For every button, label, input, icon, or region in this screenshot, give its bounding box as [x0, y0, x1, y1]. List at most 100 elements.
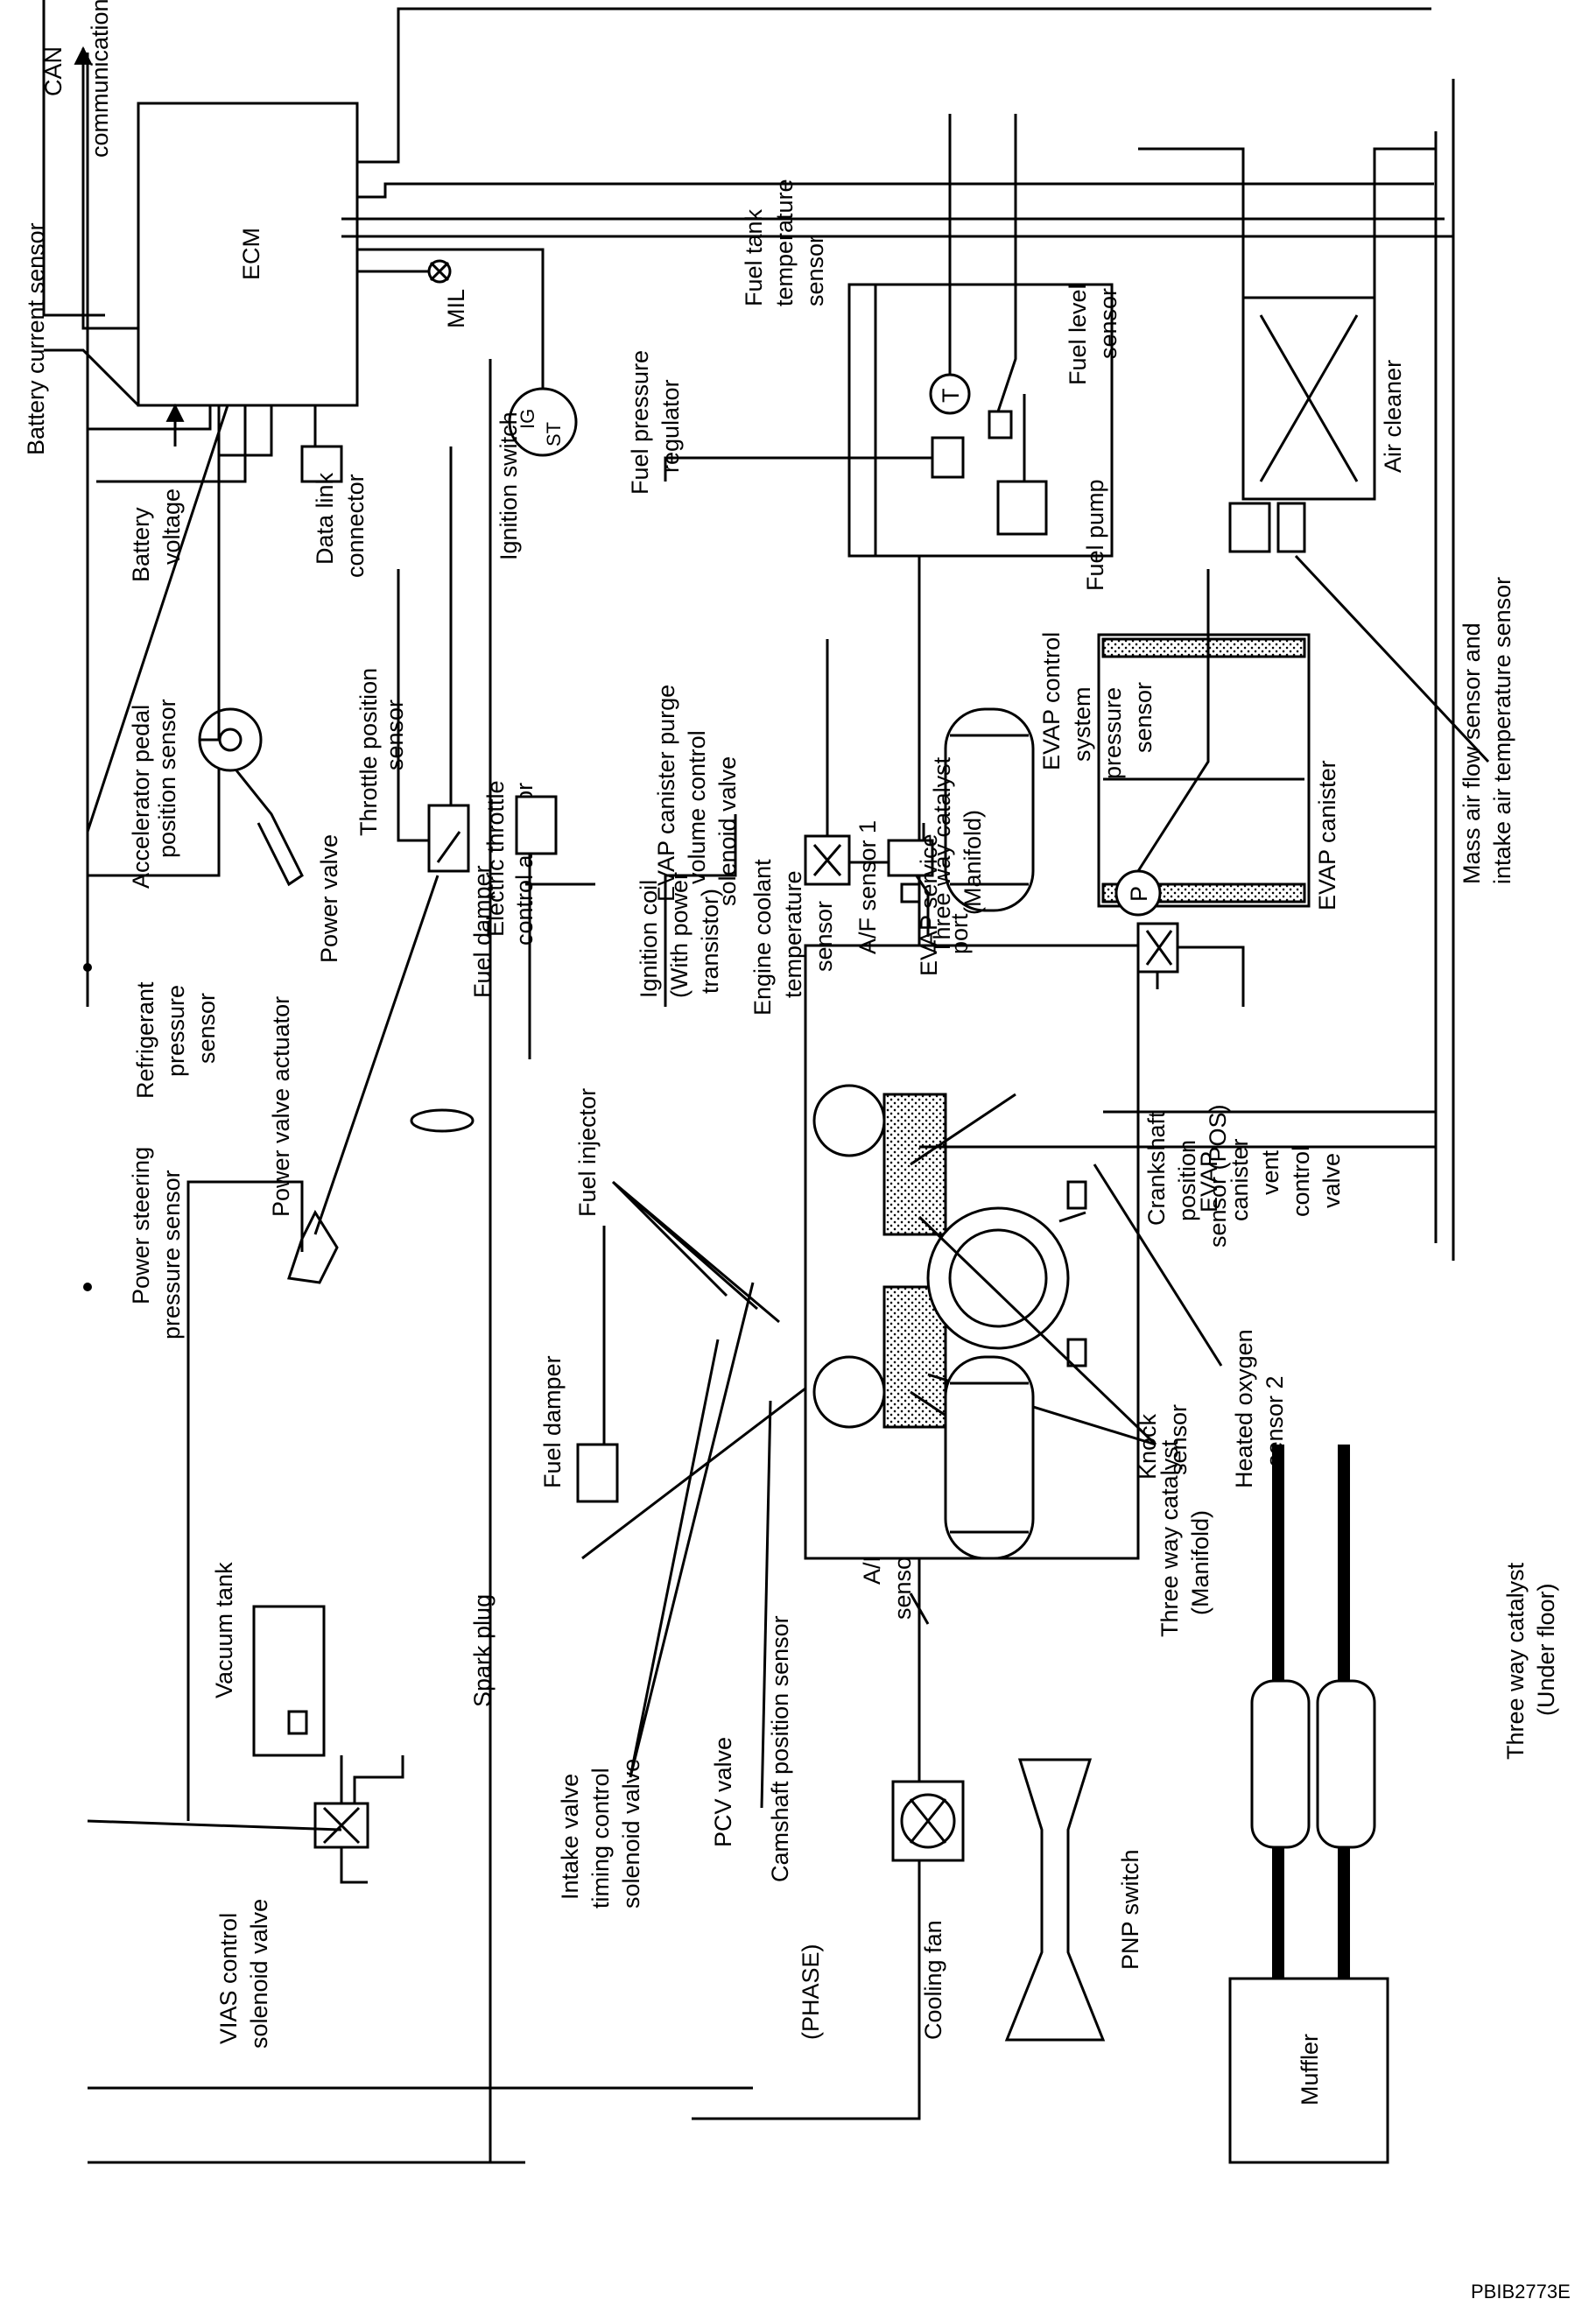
- ignition-st-letters: ST: [543, 422, 565, 446]
- ivtc-label-3: solenoid valve: [618, 1759, 644, 1909]
- ecm-top-harness: [341, 217, 1453, 245]
- cam-pos-label: Camshaft position sensor: [767, 1615, 793, 1882]
- crankshaft-position-sensor: Crankshaft position sensor (POS): [1058, 1104, 1231, 1248]
- vacuum-tank: Vacuum tank: [211, 1562, 404, 1803]
- evap-vent-label: EVAP: [1196, 1151, 1222, 1213]
- ignition-ig-letters: IG: [517, 409, 538, 429]
- etc-actuator-label: Electric throttle: [482, 780, 509, 937]
- pnp-label: PNP switch: [1117, 1849, 1143, 1970]
- refrigerant-label-3: sensor: [193, 993, 220, 1064]
- battery-voltage-label: Battery: [128, 507, 154, 582]
- vacuum-tank-label: Vacuum tank: [211, 1562, 237, 1698]
- ho2s2-label: Heated oxygen: [1231, 1329, 1257, 1488]
- evap-canister-purge-valve: EVAP canister purge volume control solen…: [653, 639, 925, 906]
- intake-valve-timing-control-solenoid-valve: Intake valve timing control solenoid val…: [557, 1282, 755, 1909]
- pcv-valve: PCV valve: [710, 1737, 736, 1847]
- engine-coolant-temperature-sensor: Engine coolant temperature sensor: [749, 859, 837, 1016]
- ecm-box: ECM: [137, 102, 359, 407]
- ignition-coil-label-2: (With power: [666, 872, 693, 998]
- evap-purge-label: EVAP canister purge: [653, 685, 679, 902]
- coolant-temp-label-3: sensor: [811, 901, 837, 972]
- coolant-temp-label-2: temperature: [780, 870, 806, 998]
- fuel-pump-label: Fuel pump: [1082, 479, 1108, 591]
- coolant-temp-label: Engine coolant: [749, 859, 776, 1016]
- evap-pressure-label: EVAP control: [1038, 632, 1065, 770]
- fuel-injector-label: Fuel injector: [574, 1088, 601, 1217]
- vias-label: VIAS control: [215, 1913, 242, 2044]
- cooling-fan-icon: Cooling fan: [891, 1780, 965, 2040]
- data-link-label-2: connector: [342, 474, 369, 578]
- crank-pos-label-2: position: [1174, 1140, 1200, 1221]
- engine-block-icon: [804, 944, 1140, 1560]
- evap-canister-label: EVAP canister: [1314, 760, 1340, 910]
- mass-air-flow-sensor: Mass air flow sensor and intake air temp…: [1228, 502, 1515, 884]
- twc-manifold-bottom-label-2: (Manifold): [1187, 1510, 1213, 1615]
- twc-manifold-top-label-2: (Manifold): [960, 810, 986, 915]
- battery-voltage-label-2: voltage: [158, 489, 185, 565]
- twc-underfloor-label-2: (Under floor): [1533, 1583, 1559, 1716]
- maf-label-2: intake air temperature sensor: [1489, 577, 1515, 884]
- muffler-label: Muffler: [1297, 2034, 1323, 2106]
- fuel-damper-top-label: Fuel damper: [469, 865, 496, 998]
- twc-underfloor-label: Three way catalyst: [1502, 1562, 1529, 1760]
- fuel-damper-bottom: Fuel damper: [539, 1226, 619, 1503]
- evap-canister-vent-valve: EVAP canister vent control valve: [1136, 922, 1345, 1221]
- power-valve-actuator-label: Power valve actuator: [268, 996, 294, 1217]
- data-link-connector: Data link connector: [300, 405, 369, 578]
- knock-label: Knock: [1135, 1413, 1161, 1480]
- muffler-icon: Muffler: [1228, 1977, 1389, 2164]
- fuel-t-letter: T: [938, 389, 964, 404]
- power-valve-label: Power valve: [316, 834, 342, 963]
- af-sensor1-top-label: A/F sensor 1: [854, 820, 881, 954]
- air-cleaner: Air cleaner: [1138, 147, 1436, 501]
- power-steering-pressure-sensor: Power steering pressure sensor: [83, 1147, 185, 1339]
- data-link-label: Data link: [312, 472, 338, 565]
- fuel-injector: Fuel injector: [574, 1088, 780, 1324]
- evap-control-system-pressure-sensor: P EVAP control system pressure sensor: [1038, 569, 1210, 917]
- catalyst-manifold-bottom: Three way catalyst (Manifold): [944, 1355, 1213, 1637]
- fuel-pressure-regulator: Fuel pressure regulator: [627, 350, 965, 495]
- crank-pos-label-3: sensor (POS): [1205, 1104, 1231, 1248]
- ignition-switch-label: Ignition switch: [496, 411, 522, 560]
- fuel-damper-top: Fuel damper: [469, 795, 595, 1059]
- fuel-pressure-regulator-label-2: regulator: [657, 379, 684, 473]
- fuel-tank-temp-label-2: temperature: [771, 179, 798, 306]
- battery-voltage-input: Battery voltage: [128, 403, 185, 582]
- refrigerant-label-2: pressure: [163, 985, 189, 1077]
- ignition-coil-label: Ignition coil: [636, 880, 662, 998]
- fuel-level-label: Fuel level: [1065, 284, 1091, 385]
- mil-label: MIL: [443, 289, 469, 328]
- pcv-label: PCV valve: [710, 1737, 736, 1847]
- fuel-level-label-2: sensor: [1095, 288, 1121, 359]
- evap-vent-label-4: control: [1288, 1146, 1314, 1217]
- evap-vent-label-5: valve: [1318, 1153, 1345, 1208]
- refrigerant-label: Refrigerant: [132, 981, 158, 1099]
- vias-control-solenoid-valve: VIAS control solenoid valve: [87, 1802, 369, 2049]
- cam-pos-label-2: (PHASE): [798, 1944, 824, 2040]
- figure-code: PBIB2773E: [1471, 2281, 1571, 2302]
- air-cleaner-label: Air cleaner: [1380, 360, 1406, 473]
- fuel-tank-temperature-sensor: T Fuel tank temperature sensor: [741, 114, 971, 415]
- fuel-level-sensor: Fuel level sensor: [988, 114, 1121, 439]
- fuel-pressure-regulator-label: Fuel pressure: [627, 350, 653, 495]
- accel-pedal-label: Accelerator pedal: [128, 705, 154, 889]
- ps-pressure-label-2: pressure sensor: [158, 1170, 185, 1339]
- battery-current-label: Battery current sensor: [23, 222, 49, 455]
- camshaft-position-sensor: Camshaft position sensor (PHASE): [760, 1400, 824, 2040]
- evap-pressure-label-4: sensor: [1130, 682, 1157, 753]
- refrigerant-pressure-sensor: Refrigerant pressure sensor: [83, 963, 220, 1099]
- fuel-tank-temp-label: Fuel tank: [741, 208, 767, 306]
- evap-pressure-label-2: system: [1069, 686, 1095, 762]
- knock-label-2: sensor: [1165, 1404, 1192, 1475]
- catalyst-underfloor: Three way catalyst (Under floor): [1250, 1445, 1559, 2136]
- evap-purge-label-3: solenoid valve: [714, 756, 741, 906]
- vias-label-2: solenoid valve: [246, 1899, 272, 2049]
- can-label-2: communication: [87, 0, 113, 158]
- evap-service-label-2: port: [946, 913, 973, 954]
- battery-current-sensor-line: Battery current sensor: [23, 0, 140, 455]
- ecm-label: ECM: [238, 228, 264, 280]
- can-communication-arrow: CAN communication: [40, 0, 138, 330]
- ignition-switch: IG ST Ignition switch: [357, 248, 578, 560]
- twc-manifold-bottom-label: Three way catalyst: [1157, 1439, 1183, 1637]
